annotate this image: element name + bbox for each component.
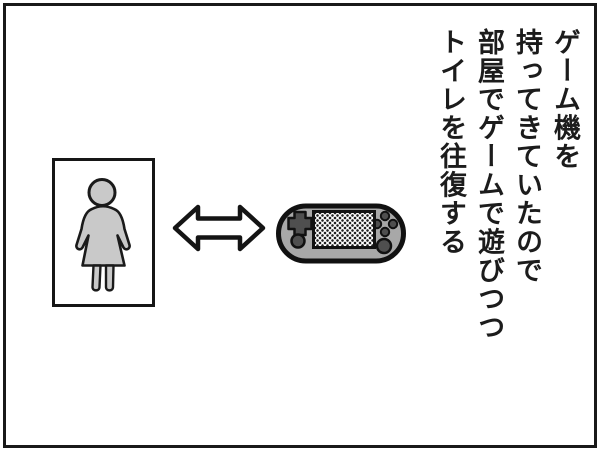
face-button-bottom [379, 226, 391, 238]
caption-line-2: 持ってきていたので [511, 28, 542, 285]
caption-line-1: ゲーム機を [549, 28, 580, 171]
caption-line-3: 部屋でゲームで遊びつつ [473, 28, 504, 342]
woman-right-leg [104, 264, 115, 292]
console-screen [312, 210, 376, 249]
face-button-top [379, 210, 391, 222]
arrow-shape [172, 204, 266, 252]
double-headed-arrow-icon [172, 204, 266, 252]
right-round-button [375, 237, 393, 255]
face-button-right [387, 218, 399, 230]
caption-line-4: トイレを往復する [435, 28, 466, 256]
woman-pictogram-icon [75, 178, 131, 292]
woman-head [87, 178, 117, 207]
woman-dress-body [75, 205, 131, 267]
left-round-button [290, 233, 306, 249]
caption-vertical-text: ゲーム機を 持ってきていたので 部屋でゲームで遊びつつ トイレを往復する [431, 28, 583, 342]
dpad-icon [287, 210, 313, 237]
woman-left-leg [91, 264, 102, 292]
women-restroom-sign [52, 158, 155, 307]
